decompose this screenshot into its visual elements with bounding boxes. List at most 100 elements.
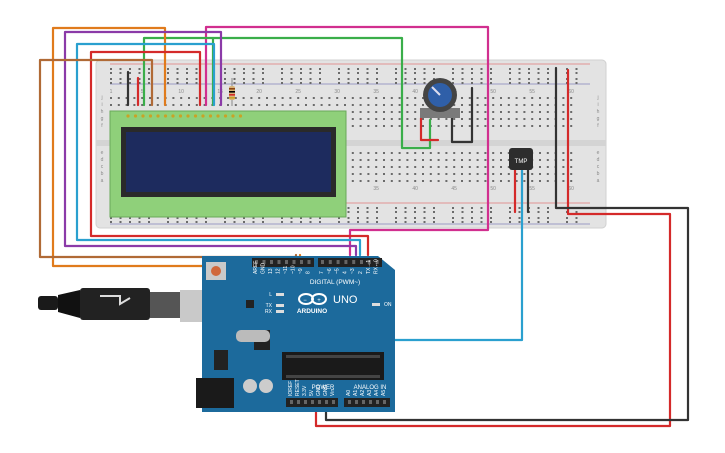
column-number: 50 [490, 89, 496, 95]
wire-purple[interactable] [63, 30, 358, 257]
power-pin-label: Vin [330, 389, 336, 396]
sensor-label: TMP [515, 159, 528, 165]
power-jack [196, 378, 234, 408]
power-pin[interactable] [318, 400, 321, 404]
board-model: UNO [333, 294, 358, 306]
digital-pin-label: GND [261, 263, 267, 275]
lcd-pin [163, 114, 168, 118]
analog-pin[interactable] [376, 400, 379, 404]
lcd-pin [133, 114, 138, 118]
digital-header-label: DIGITAL (PWM~) [310, 279, 360, 286]
power-pin[interactable] [311, 400, 314, 404]
lcd-screen [126, 132, 331, 192]
digital-pin[interactable] [360, 260, 363, 264]
wire-black-rail[interactable] [324, 66, 690, 422]
column-number: 1 [110, 89, 113, 95]
resistor[interactable] [229, 78, 235, 106]
temperature-sensor[interactable]: TMP [509, 148, 533, 170]
power-pin[interactable] [297, 400, 300, 404]
row-letter: b [101, 171, 104, 177]
analog-pin-label: A2 [360, 390, 366, 396]
wire-teal[interactable] [75, 42, 362, 257]
column-number: 5 [141, 89, 144, 95]
digital-pin-label: ~10 [291, 265, 297, 274]
digital-pin-label: ~11 [283, 266, 289, 274]
row-letter: j [100, 95, 102, 101]
digital-pin[interactable] [336, 260, 340, 264]
digital-pin-label: ~5 [335, 268, 341, 274]
digital-pin[interactable] [352, 260, 356, 264]
digital-pin[interactable] [270, 260, 273, 264]
digital-pin[interactable] [307, 260, 311, 264]
digital-pin[interactable] [262, 260, 266, 264]
reset-button[interactable] [211, 266, 221, 276]
digital-pin-label: 12 [276, 268, 282, 274]
lcd-pin [156, 114, 160, 118]
digital-pin[interactable] [367, 260, 371, 264]
column-number: 30 [334, 89, 340, 95]
wire-red-rail[interactable] [314, 68, 672, 428]
column-number: 55 [529, 186, 535, 192]
digital-pin[interactable] [292, 260, 296, 264]
analog-pin[interactable] [355, 400, 358, 404]
row-letter: c [597, 164, 600, 170]
lcd-pin [216, 114, 220, 118]
analog-pin[interactable] [383, 400, 386, 404]
column-number: 60 [568, 89, 574, 95]
column-number: 10 [178, 89, 184, 95]
digital-pin[interactable] [255, 260, 258, 264]
wire-black-pot[interactable] [450, 86, 474, 144]
lcd-pin [148, 114, 153, 118]
lcd-pin [223, 114, 228, 118]
wire-red-lcd[interactable] [89, 50, 370, 257]
digital-pin[interactable] [300, 260, 303, 264]
column-number: 40 [412, 186, 418, 192]
power-pin[interactable] [332, 400, 335, 404]
digital-pin[interactable] [277, 260, 281, 264]
arduino-logo: − + [298, 293, 327, 305]
digital-pin-label: TX→1 [366, 260, 372, 274]
wire-magenta[interactable] [204, 25, 490, 257]
power-pin-label: GND [323, 385, 329, 397]
row-letter: i [101, 102, 102, 108]
column-number: 55 [529, 89, 535, 95]
row-letter: b [597, 171, 600, 177]
svg-text:+: + [317, 298, 321, 304]
lcd-display[interactable] [109, 110, 347, 218]
power-pin-label: GND [316, 385, 322, 397]
power-pin[interactable] [304, 400, 307, 404]
digital-pin[interactable] [285, 260, 288, 264]
wire-green-pot[interactable] [211, 36, 432, 150]
row-letter: c [101, 164, 104, 170]
led-label-rx: RX [265, 309, 273, 315]
lcd-pin [186, 114, 190, 118]
power-pin-label: 3.3V [302, 385, 308, 396]
analog-pin[interactable] [369, 400, 372, 404]
lcd-pin [178, 114, 183, 118]
column-number: 40 [412, 89, 418, 95]
digital-pin[interactable] [375, 260, 379, 264]
row-letter: a [597, 178, 600, 184]
analog-pin[interactable] [348, 400, 351, 404]
analog-pin-label: A5 [381, 390, 387, 396]
column-number: 60 [568, 186, 574, 192]
power-pin[interactable] [325, 400, 328, 404]
digital-pin[interactable] [344, 260, 348, 264]
power-pin[interactable] [290, 400, 293, 404]
row-letter: j [596, 95, 598, 101]
wire-red-pot[interactable] [419, 116, 440, 142]
analog-pin[interactable] [362, 400, 365, 404]
lcd-pin [193, 114, 198, 118]
digital-pin[interactable] [328, 260, 332, 264]
potentiometer[interactable] [420, 78, 460, 118]
led-label-l: L [269, 292, 272, 298]
digital-pin-label: 2 [358, 271, 364, 274]
digital-pin-label: 8 [306, 271, 312, 274]
digital-pin[interactable] [321, 260, 324, 264]
digital-pin-label: 4 [342, 271, 348, 274]
